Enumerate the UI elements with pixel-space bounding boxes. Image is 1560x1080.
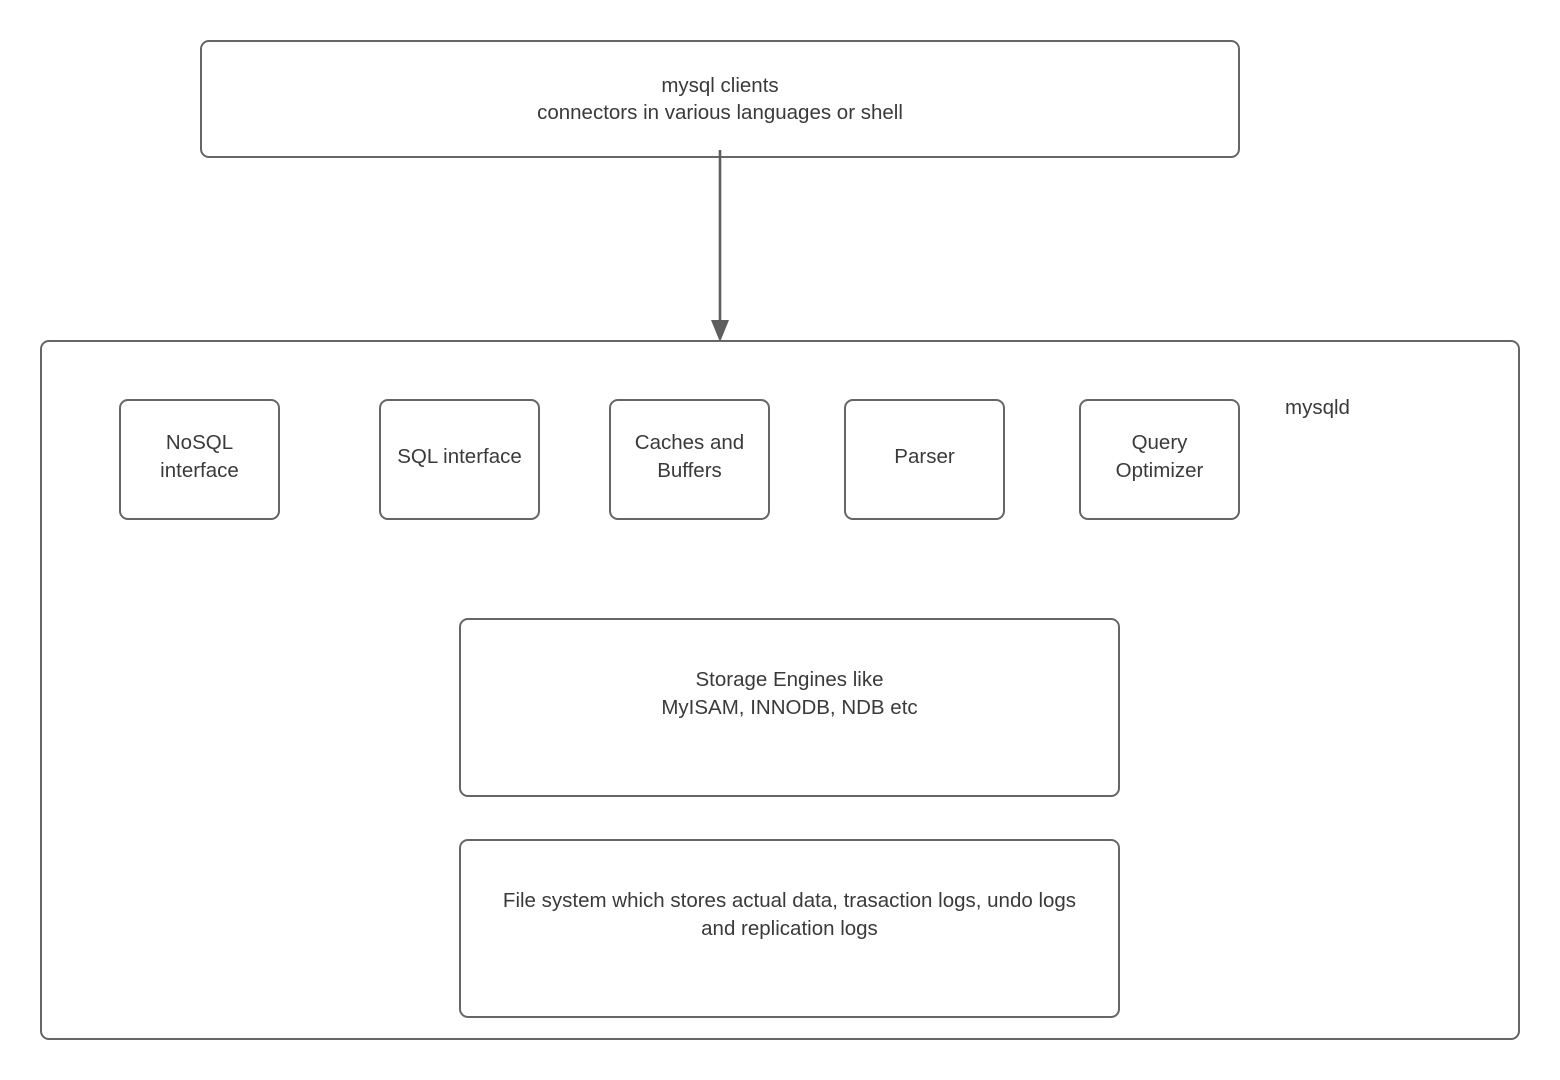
component-box-query-optimizer[interactable]: Query Optimizer <box>1079 399 1240 520</box>
component-box-caches-and-buffers[interactable]: Caches and Buffers <box>609 399 770 520</box>
component-box-sql-interface[interactable]: SQL interface <box>379 399 540 520</box>
file-system-box[interactable]: File system which stores actual data, tr… <box>459 839 1120 1018</box>
mysql-clients-box[interactable]: mysql clients connectors in various lang… <box>200 40 1240 158</box>
clients-to-mysqld-arrow-icon <box>711 150 729 342</box>
storage-engines-box[interactable]: Storage Engines like MyISAM, INNODB, NDB… <box>459 618 1120 797</box>
component-box-nosql-interface[interactable]: NoSQL interface <box>119 399 280 520</box>
mysqld-label: mysqld <box>1285 396 1350 419</box>
component-box-parser[interactable]: Parser <box>844 399 1005 520</box>
